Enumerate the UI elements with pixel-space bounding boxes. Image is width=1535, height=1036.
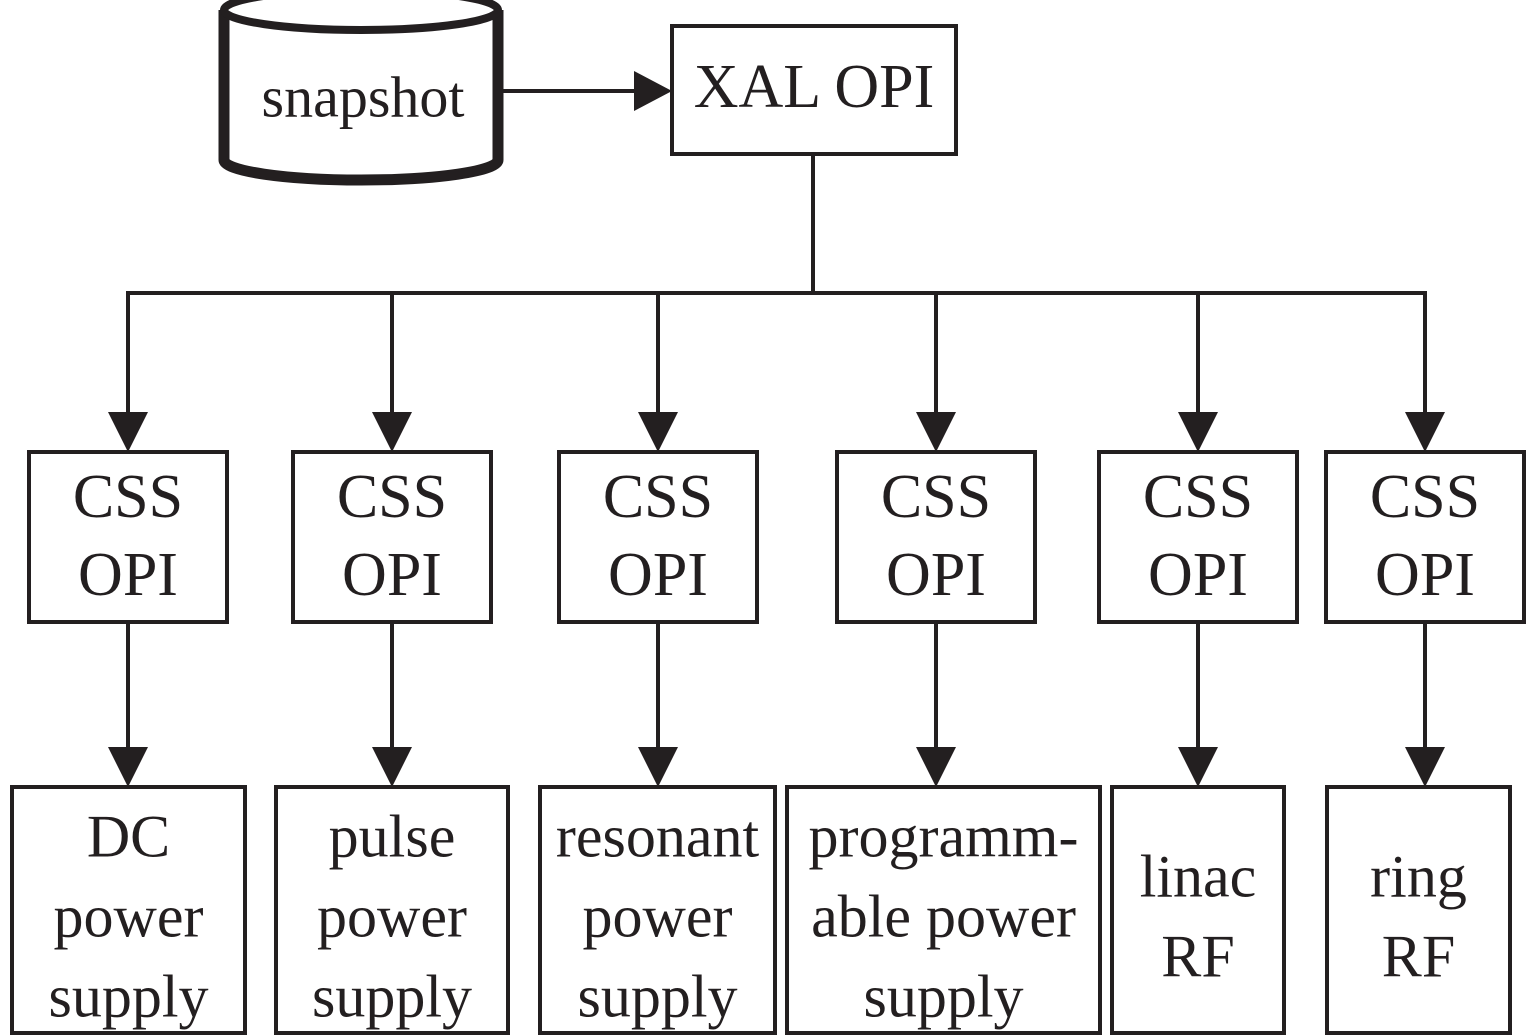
- arrowhead-icon: [1178, 747, 1218, 787]
- css-opi-5-label-line: OPI: [1148, 541, 1248, 609]
- css-opi-4-label-line: OPI: [886, 541, 986, 609]
- xal-opi-label-line: XAL OPI: [694, 53, 935, 121]
- css-opi-5-label-line: CSS: [1143, 463, 1253, 531]
- dc-power-supply-label-line: power: [54, 883, 204, 949]
- linac-rf-label-line: linac: [1140, 843, 1257, 909]
- css-opi-1-label-line: OPI: [78, 541, 178, 609]
- programmable-power-supply-label-line: able power: [811, 883, 1076, 949]
- database-cylinder-body[interactable]: [218, 10, 504, 186]
- xal-opi-box[interactable]: [670, 24, 958, 156]
- linac-rf-label-line: RF: [1161, 923, 1234, 989]
- css-opi-3-label-line: CSS: [603, 463, 713, 531]
- arrowhead-icon: [108, 412, 148, 452]
- resonant-power-supply-label-line: power: [583, 883, 733, 949]
- resonant-power-supply-label-line: resonant: [556, 803, 760, 869]
- css-opi-2-label-line: CSS: [337, 463, 447, 531]
- arrowhead-icon: [634, 71, 672, 111]
- dc-power-supply-label-line: supply: [48, 963, 208, 1029]
- arrowhead-icon: [916, 747, 956, 787]
- arrowhead-icon: [1178, 412, 1218, 452]
- css-opi-2-box[interactable]: [291, 450, 493, 624]
- pulse-power-supply-label-line: pulse: [329, 803, 456, 869]
- database-cylinder-top: [220, 0, 502, 34]
- css-opi-6-label-line: OPI: [1375, 541, 1475, 609]
- css-opi-4-box[interactable]: [835, 450, 1037, 624]
- pulse-power-supply-box[interactable]: [274, 785, 510, 1035]
- ring-rf-label-line: ring: [1370, 843, 1467, 909]
- arrowhead-icon: [1405, 412, 1445, 452]
- css-opi-1-label-line: CSS: [73, 463, 183, 531]
- css-opi-2-label-line: OPI: [342, 541, 442, 609]
- arrowhead-icon: [1405, 747, 1445, 787]
- pulse-power-supply-label-line: supply: [312, 963, 472, 1029]
- ring-rf-label-line: RF: [1382, 923, 1455, 989]
- css-opi-1-box[interactable]: [27, 450, 229, 624]
- arrowhead-icon: [916, 412, 956, 452]
- arrowhead-icon: [372, 412, 412, 452]
- resonant-power-supply-box[interactable]: [538, 785, 777, 1035]
- pulse-power-supply-label-line: power: [317, 883, 467, 949]
- programmable-power-supply-box[interactable]: [785, 785, 1102, 1035]
- arrowhead-icon: [638, 747, 678, 787]
- ring-rf-box[interactable]: [1325, 785, 1512, 1035]
- dc-power-supply-box[interactable]: [10, 785, 247, 1035]
- css-opi-6-label-line: CSS: [1370, 463, 1480, 531]
- arrowhead-icon: [372, 747, 412, 787]
- programmable-power-supply-label-line: supply: [863, 963, 1023, 1029]
- css-opi-6-box[interactable]: [1324, 450, 1526, 624]
- arrowhead-icon: [638, 412, 678, 452]
- arrowhead-icon: [108, 747, 148, 787]
- css-opi-3-label-line: OPI: [608, 541, 708, 609]
- programmable-power-supply-label-line: programm-: [809, 803, 1079, 869]
- css-opi-4-label-line: CSS: [881, 463, 991, 531]
- linac-rf-box[interactable]: [1110, 785, 1286, 1035]
- dc-power-supply-label-line: DC: [87, 803, 170, 869]
- css-opi-3-box[interactable]: [557, 450, 759, 624]
- snapshot-label-line: snapshot: [262, 65, 465, 130]
- resonant-power-supply-label-line: supply: [577, 963, 737, 1029]
